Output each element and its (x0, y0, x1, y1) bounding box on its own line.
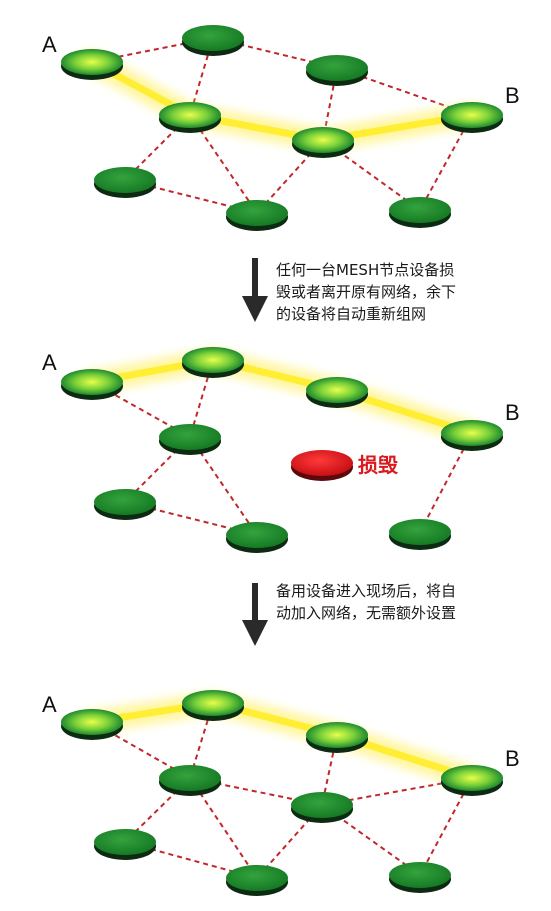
node (389, 197, 451, 228)
node-a (61, 49, 123, 80)
label-a: A (42, 692, 57, 717)
step-1-caption-line-1: 任何一台MESH节点设备损 (276, 261, 454, 279)
node-b (441, 765, 503, 796)
node-b (441, 102, 503, 133)
mesh-nodes (61, 25, 503, 231)
node (182, 690, 244, 721)
node (182, 347, 244, 378)
step-arrow-icon (242, 258, 268, 322)
label-b: B (505, 746, 520, 771)
step-2-caption-line-2: 动加入网络，无需额外设置 (276, 604, 456, 622)
panel-1: A B (42, 25, 520, 231)
node (159, 424, 221, 455)
mesh-nodes (61, 690, 503, 896)
label-b: B (505, 400, 520, 425)
node (389, 519, 451, 550)
node (292, 127, 354, 158)
node (94, 489, 156, 520)
node (389, 862, 451, 893)
label-a: A (42, 350, 57, 375)
node (306, 377, 368, 408)
node (306, 55, 368, 86)
failed-node-label: 损毁 (358, 453, 399, 477)
step-arrow-icon (242, 583, 268, 646)
label-a: A (42, 32, 57, 57)
node (226, 200, 288, 231)
failed-node (291, 450, 353, 481)
node-a (61, 369, 123, 400)
route-path-a-b (76, 692, 490, 789)
route-path-a-b (76, 51, 490, 151)
node-replacement (291, 792, 353, 823)
node (182, 25, 244, 56)
node (226, 522, 288, 553)
node (94, 829, 156, 860)
route-path-a-b (76, 349, 490, 444)
node (159, 765, 221, 796)
node (226, 865, 288, 896)
step-2-caption-line-1: 备用设备进入现场后，将自 (276, 582, 456, 600)
node-b (441, 420, 503, 451)
node (94, 167, 156, 198)
panel-3: A B (42, 690, 520, 896)
step-1-caption-line-3: 的设备将自动重新组网 (276, 305, 426, 323)
step-1-caption-line-2: 毁或者离开原有网络，余下 (276, 283, 456, 301)
panel-2: 损毁 A B (42, 347, 520, 553)
label-b: B (505, 83, 520, 108)
node-a (61, 709, 123, 740)
node (306, 722, 368, 753)
mesh-nodes (61, 347, 503, 553)
node (159, 102, 221, 133)
